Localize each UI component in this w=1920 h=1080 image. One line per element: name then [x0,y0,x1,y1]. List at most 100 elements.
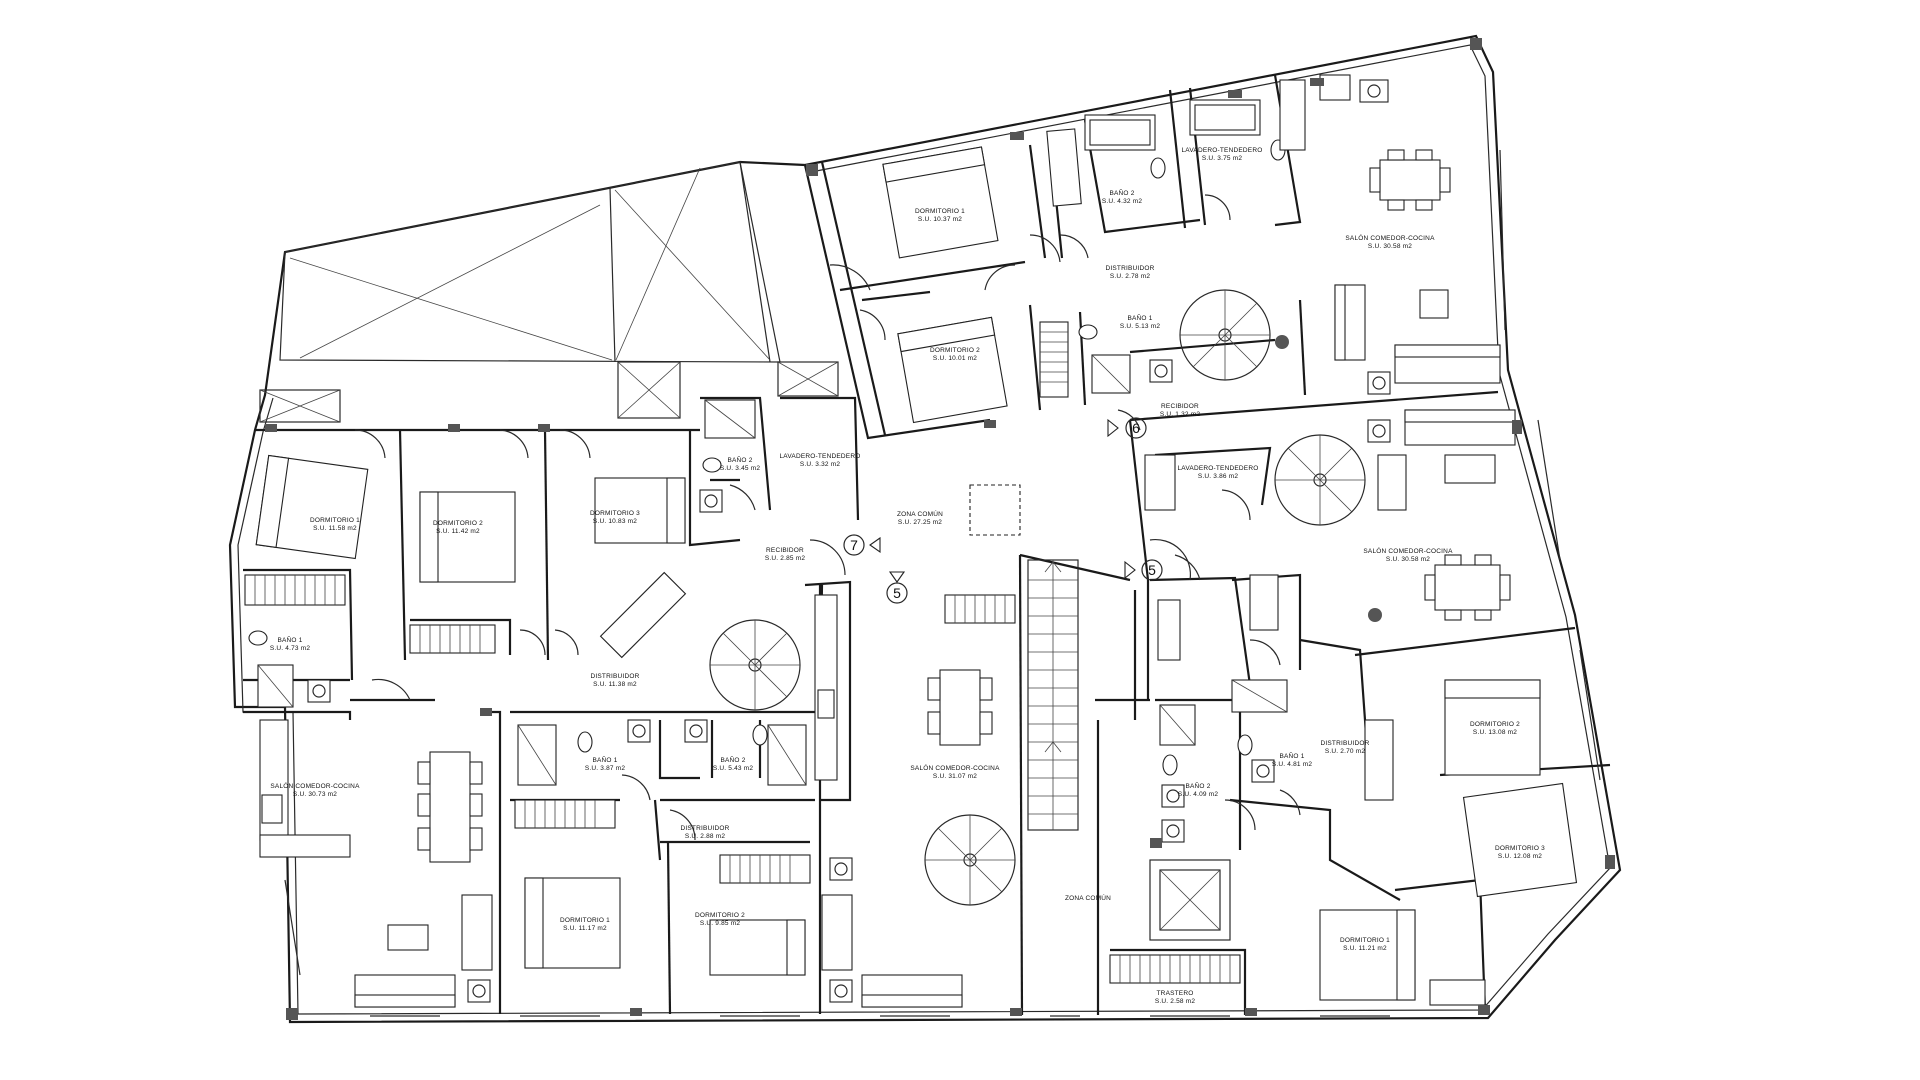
terrace-divider [609,187,616,363]
sink [467,979,491,1003]
room-label: BAÑO 1S.U. 5.13 m2 [1120,313,1160,330]
svg-text:DORMITORIO 3: DORMITORIO 3 [590,510,640,517]
bed [255,454,369,560]
room-label: BAÑO 1S.U. 4.81 m2 [1272,751,1313,768]
walls-apartment-ne [803,74,1499,440]
svg-text:DORMITORIO 3: DORMITORIO 3 [1495,845,1545,852]
wardrobe [1109,954,1241,984]
terrace-diagonal [615,167,701,361]
svg-text:DORMITORIO 2: DORMITORIO 2 [1470,721,1520,728]
svg-text:BAÑO 1: BAÑO 1 [592,755,617,764]
coffee-table [1419,289,1449,319]
shower [704,399,756,439]
light-well [777,361,839,397]
svg-text:SALÓN COMEDOR-COCINA: SALÓN COMEDOR-COCINA [1345,233,1435,242]
svg-text:DORMITORIO 2: DORMITORIO 2 [695,912,745,919]
toilet [1150,157,1166,179]
svg-text:S.U. 3.45 m2: S.U. 3.45 m2 [720,465,761,472]
svg-text:S.U. 5.43 m2: S.U. 5.43 m2 [713,765,754,772]
sink [829,857,853,881]
svg-text:SALÓN COMEDOR-COCINA: SALÓN COMEDOR-COCINA [1363,546,1453,555]
sink [1161,784,1185,808]
door-swings [354,194,1301,841]
svg-text:S.U. 11.42 m2: S.U. 11.42 m2 [436,528,480,535]
toilet [577,731,593,753]
svg-text:TRASTERO: TRASTERO [1157,990,1194,997]
shower [1159,704,1196,746]
terrace-diagonal [289,257,613,361]
room-label: BAÑO 1S.U. 4.73 m2 [270,635,311,652]
room-label: DORMITORIO 1S.U. 11.17 m2 [560,917,610,932]
svg-text:BAÑO 2: BAÑO 2 [727,455,752,464]
room-label: DORMITORIO 2S.U. 11.42 m2 [433,520,483,535]
sink [1359,79,1389,103]
walls-apartment-e [1096,419,1611,1015]
svg-text:S.U. 9.85 m2: S.U. 9.85 m2 [700,920,741,927]
sofa [1404,409,1516,446]
room-label: DORMITORIO 2S.U. 13.08 m2 [1470,721,1520,736]
bed [524,877,621,969]
svg-text:S.U. 4.81 m2: S.U. 4.81 m2 [1272,761,1313,768]
sink [1149,359,1173,383]
sofa [461,894,493,971]
shower [257,664,294,708]
kitchen-counter [1144,454,1176,511]
spiral-stair [1179,289,1271,381]
light-well-cross [777,361,839,397]
svg-text:BAÑO 2: BAÑO 2 [1109,188,1134,197]
svg-text:LAVADERO-TENDEDERO: LAVADERO-TENDEDERO [1181,147,1262,154]
spiral-stair [924,814,1016,906]
sink [684,719,708,743]
svg-text:ZONA COMÚN: ZONA COMÚN [1065,893,1111,902]
room-label: BAÑO 2S.U. 4.09 m2 [1178,781,1218,798]
terrace-outline [279,161,781,363]
svg-text:DORMITORIO 1: DORMITORIO 1 [310,517,360,524]
light-well [617,361,681,419]
svg-text:S.U. 10.01 m2: S.U. 10.01 m2 [933,355,977,362]
windows [284,149,1601,1017]
wardrobe [244,574,346,606]
svg-text:S.U. 4.73 m2: S.U. 4.73 m2 [270,645,311,652]
sofa [1334,284,1366,361]
svg-text:5: 5 [1148,562,1156,578]
svg-text:S.U. 3.86 m2: S.U. 3.86 m2 [1198,473,1239,480]
light-well [259,389,341,423]
kitchen-counter [1279,74,1351,151]
svg-text:S.U. 30.58 m2: S.U. 30.58 m2 [1386,556,1430,563]
dining-table [927,669,993,746]
bathtub [1084,114,1156,151]
svg-text:SALÓN COMEDOR-COCINA: SALÓN COMEDOR-COCINA [270,781,360,790]
svg-text:BAÑO 1: BAÑO 1 [277,635,302,644]
room-label: DORMITORIO 1S.U. 11.58 m2 [310,517,360,532]
toilet [752,724,768,746]
toilet [1162,754,1178,776]
svg-text:LAVADERO-TENDEDERO: LAVADERO-TENDEDERO [779,453,860,460]
svg-text:S.U. 2.78 m2: S.U. 2.78 m2 [1110,273,1151,280]
svg-text:S.U. 11.17 m2: S.U. 11.17 m2 [563,925,607,932]
svg-text:6: 6 [1132,420,1140,436]
svg-text:S.U. 4.32 m2: S.U. 4.32 m2 [1102,198,1143,205]
sofa [354,974,456,1008]
bed [897,316,1008,424]
svg-text:S.U. 2.85 m2: S.U. 2.85 m2 [765,555,806,562]
svg-text:DISTRIBUIDOR: DISTRIBUIDOR [681,825,730,832]
terrace-diagonal [614,189,771,361]
wardrobe [599,571,687,659]
svg-text:BAÑO 1: BAÑO 1 [1279,751,1304,760]
columns [265,38,1615,1020]
bed [1462,782,1578,898]
svg-text:S.U. 10.83 m2: S.U. 10.83 m2 [593,518,637,525]
svg-text:S.U. 2.70 m2: S.U. 2.70 m2 [1325,748,1366,755]
wardrobe [1046,128,1082,207]
spiral-stair [1274,434,1366,526]
svg-text:S.U. 11.58 m2: S.U. 11.58 m2 [313,525,357,532]
svg-text:ZONA COMÚN: ZONA COMÚN [897,509,943,518]
